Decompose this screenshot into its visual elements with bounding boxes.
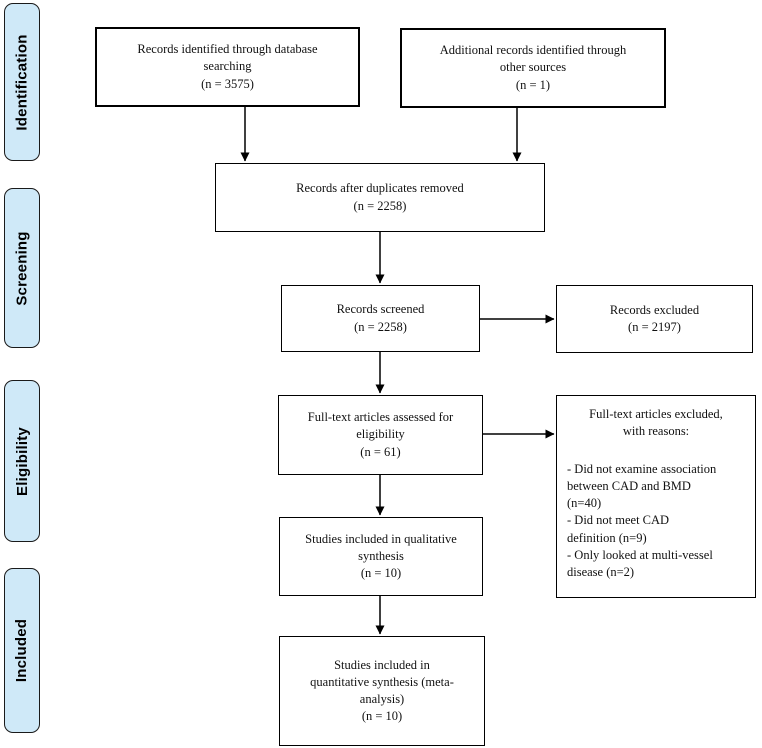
box-records-identified-database-text: Records identified through database sear… [137, 42, 318, 91]
stage-label-screening-text: Screening [13, 230, 31, 306]
box-records-excluded-text: Records excluded (n = 2197) [609, 302, 700, 334]
box-fulltext-assessed: Full-text articles assessed for eligibil… [278, 395, 483, 475]
box-records-other-sources: Additional records identified through ot… [400, 28, 666, 108]
box-quantitative-synthesis-text: Studies included in quantitative synthes… [310, 657, 454, 724]
box-quantitative-synthesis: Studies included in quantitative synthes… [279, 636, 485, 746]
box-fulltext-excluded-reasons: - Did not examine association between CA… [567, 461, 717, 580]
box-fulltext-assessed-text: Full-text articles assessed for eligibil… [307, 410, 454, 459]
box-qualitative-synthesis-text: Studies included in qualitative synthesi… [305, 531, 457, 581]
stage-label-eligibility-text: Eligibility [13, 426, 31, 496]
stage-label-screening: Screening [4, 188, 40, 348]
box-records-after-duplicates-text: Records after duplicates removed (n = 22… [296, 181, 464, 213]
box-fulltext-excluded-title: Full-text articles excluded, with reason… [589, 407, 723, 439]
stage-label-included: Included [4, 568, 40, 733]
stage-label-included-text: Included [13, 618, 31, 683]
stage-label-identification-text: Identification [13, 33, 31, 131]
box-fulltext-excluded: Full-text articles excluded, with reason… [556, 395, 756, 598]
box-records-identified-database: Records identified through database sear… [95, 27, 360, 107]
stage-label-identification: Identification [4, 3, 40, 161]
box-records-excluded: Records excluded (n = 2197) [556, 285, 753, 353]
box-records-screened: Records screened (n = 2258) [281, 285, 480, 352]
box-qualitative-synthesis: Studies included in qualitative synthesi… [279, 517, 483, 596]
stage-label-eligibility: Eligibility [4, 380, 40, 542]
box-records-other-sources-text: Additional records identified through ot… [439, 43, 627, 92]
box-records-screened-text: Records screened (n = 2258) [336, 302, 425, 334]
box-records-after-duplicates: Records after duplicates removed (n = 22… [215, 163, 545, 232]
